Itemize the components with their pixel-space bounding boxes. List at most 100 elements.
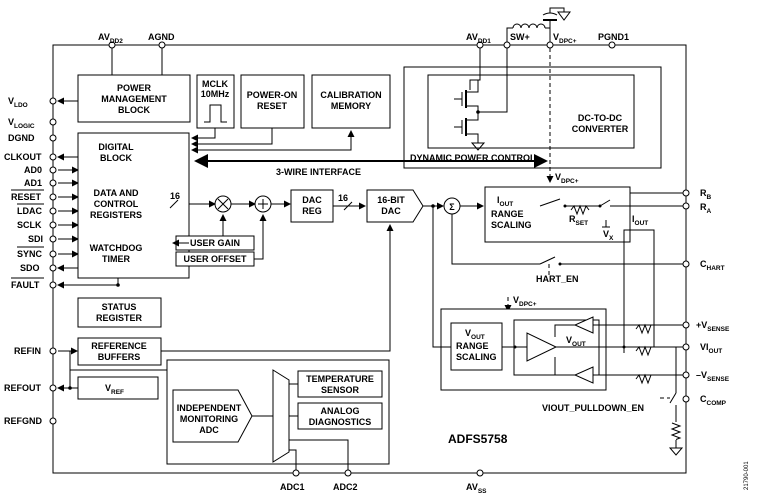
svg-text:AVDD2: AVDD2 — [98, 32, 123, 45]
pin-refgnd[interactable]: REFGND — [4, 416, 57, 426]
analog-diagnostics — [297, 402, 383, 430]
figure-code: 21790-001 — [744, 461, 750, 490]
svg-text:USER OFFSET: USER OFFSET — [183, 254, 247, 264]
svg-text:REGISTERS: REGISTERS — [90, 210, 142, 220]
svg-text:DIGITAL: DIGITAL — [98, 142, 134, 152]
svg-text:+VSENSE: +VSENSE — [696, 320, 730, 333]
svg-text:SW+: SW+ — [510, 32, 530, 42]
svg-text:RSET: RSET — [569, 214, 588, 227]
svg-text:BUFFERS: BUFFERS — [98, 352, 141, 362]
pin-reset[interactable]: RESET — [11, 189, 57, 202]
pin-avdd1[interactable]: AVDD1 — [466, 32, 491, 49]
clock-pulse-icon — [204, 104, 227, 123]
pin-ad1[interactable]: AD1 — [24, 178, 57, 188]
svg-text:VDPC+: VDPC+ — [513, 295, 537, 308]
svg-text:MANAGEMENT: MANAGEMENT — [101, 94, 167, 104]
svg-text:RESET: RESET — [257, 101, 288, 111]
svg-text:HART_EN: HART_EN — [536, 274, 579, 284]
svg-text:AD1: AD1 — [24, 178, 42, 188]
svg-text:REGISTER: REGISTER — [96, 313, 143, 323]
svg-text:WATCHDOG: WATCHDOG — [90, 243, 143, 253]
svg-text:IOUT: IOUT — [632, 214, 648, 227]
pin-ad0[interactable]: AD0 — [24, 165, 57, 175]
svg-text:CONTROL: CONTROL — [94, 199, 139, 209]
pin-sync[interactable]: SYNC — [17, 246, 57, 259]
svg-text:AVDD1: AVDD1 — [466, 32, 491, 45]
svg-text:DAC: DAC — [302, 195, 322, 205]
vout-range-scaling-block — [450, 322, 503, 371]
pin-sdo[interactable]: SDO — [20, 263, 57, 273]
sense-resistor-n — [635, 373, 652, 385]
pin-sclk[interactable]: SCLK — [17, 220, 57, 230]
dc-to-dc-converter-block — [427, 74, 635, 149]
svg-text:10MHz: 10MHz — [201, 89, 230, 99]
svg-text:LDAC: LDAC — [17, 206, 42, 216]
svg-text:SCALING: SCALING — [491, 220, 532, 230]
svg-text:SCALING: SCALING — [456, 352, 497, 362]
svg-text:Σ: Σ — [449, 202, 455, 212]
svg-text:REFERENCE: REFERENCE — [91, 341, 147, 351]
pin-clkout[interactable]: CLKOUT — [4, 152, 57, 162]
svg-text:REG: REG — [302, 206, 322, 216]
pin-adc2[interactable]: ADC2 — [333, 469, 358, 492]
pin-dgnd[interactable]: DGND — [8, 133, 57, 143]
pin-sdi[interactable]: SDI — [28, 234, 57, 244]
svg-text:REFIN: REFIN — [14, 346, 41, 356]
pin-viout[interactable]: VIOUT — [682, 342, 722, 355]
svg-text:MCLK: MCLK — [202, 79, 228, 89]
pin-ra[interactable]: RA — [682, 202, 712, 215]
pin-vldo[interactable]: VLDO — [8, 96, 57, 109]
power-management-block — [77, 74, 191, 123]
svg-text:VOUT: VOUT — [566, 335, 586, 348]
svg-text:REFOUT: REFOUT — [4, 383, 42, 393]
svg-text:SENSOR: SENSOR — [321, 385, 360, 395]
svg-text:AVSS: AVSS — [466, 482, 487, 495]
svg-text:SDO: SDO — [20, 263, 40, 273]
pin-ldac[interactable]: LDAC — [17, 203, 57, 216]
svg-text:TEMPERATURE: TEMPERATURE — [306, 374, 374, 384]
svg-text:INDEPENDENT: INDEPENDENT — [177, 403, 242, 413]
svg-text:VIOUT_PULLDOWN_EN: VIOUT_PULLDOWN_EN — [542, 403, 644, 413]
mclk-oscillator — [196, 74, 235, 129]
svg-text:REFGND: REFGND — [4, 416, 43, 426]
svg-text:ADC: ADC — [199, 425, 219, 435]
pin-vlogic[interactable]: VLOGIC — [8, 117, 57, 130]
ground-icon — [470, 142, 486, 151]
svg-text:STATUS: STATUS — [102, 302, 137, 312]
svg-text:AD0: AD0 — [24, 165, 42, 175]
rset-resistor — [570, 204, 590, 216]
status-register — [77, 297, 162, 328]
svg-text:RANGE: RANGE — [456, 341, 489, 351]
svg-text:RANGE: RANGE — [491, 209, 524, 219]
svg-text:16: 16 — [338, 193, 348, 203]
pin-vsense-plus[interactable]: +VSENSE — [682, 320, 730, 333]
svg-text:CHART: CHART — [700, 259, 725, 272]
pin-vsense-minus[interactable]: –VSENSE — [682, 370, 730, 383]
pin-ccomp[interactable]: CCOMP — [682, 394, 727, 407]
svg-text:USER GAIN: USER GAIN — [190, 238, 240, 248]
temperature-sensor — [297, 370, 383, 398]
pin-avss[interactable]: AVSS — [466, 469, 487, 495]
pin-rb[interactable]: RB — [682, 188, 712, 201]
svg-text:VLOGIC: VLOGIC — [8, 117, 35, 130]
dac-register — [290, 189, 334, 223]
pin-refin[interactable]: REFIN — [14, 346, 57, 356]
svg-text:CLKOUT: CLKOUT — [4, 152, 42, 162]
calibration-memory-block — [311, 74, 391, 129]
pin-chart[interactable]: CHART — [682, 259, 725, 272]
svg-text:BLOCK: BLOCK — [100, 153, 132, 163]
svg-text:POWER: POWER — [117, 83, 152, 93]
power-on-reset-block — [240, 74, 305, 129]
pin-adc1[interactable]: ADC1 — [280, 469, 305, 492]
svg-text:CALIBRATION: CALIBRATION — [320, 90, 381, 100]
svg-text:DGND: DGND — [8, 133, 35, 143]
svg-text:SYNC: SYNC — [17, 249, 43, 259]
iout-range-scaling-block — [484, 186, 631, 243]
svg-text:3-WIRE INTERFACE: 3-WIRE INTERFACE — [276, 167, 361, 177]
pin-refout[interactable]: REFOUT — [4, 383, 57, 393]
pin-pgnd1[interactable]: PGND1 — [598, 32, 629, 49]
chip-name: ADFS5758 — [448, 432, 508, 446]
pin-fault[interactable]: FAULT — [11, 277, 57, 290]
svg-text:DATA AND: DATA AND — [94, 188, 139, 198]
svg-text:CONVERTER: CONVERTER — [572, 124, 629, 134]
